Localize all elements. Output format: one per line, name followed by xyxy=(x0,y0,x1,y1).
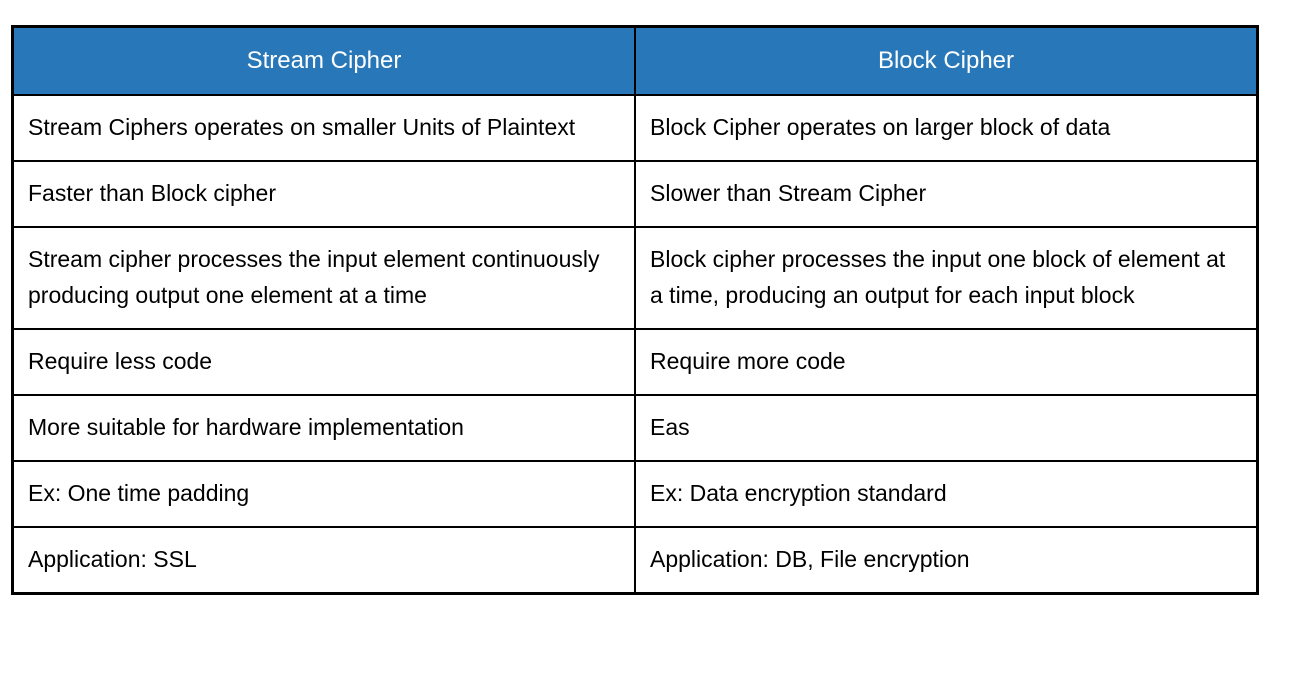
table-cell-stream: Stream cipher processes the input elemen… xyxy=(11,226,636,330)
column-header-block-cipher: Block Cipher xyxy=(634,25,1259,96)
table-cell-block: Eas xyxy=(634,394,1259,462)
table-cell-stream: Faster than Block cipher xyxy=(11,160,636,228)
column-header-stream-cipher: Stream Cipher xyxy=(11,25,636,96)
table-row: More suitable for hardware implementatio… xyxy=(11,394,1259,462)
table-row: Stream cipher processes the input elemen… xyxy=(11,226,1259,330)
table-container: Stream Cipher Block Cipher Stream Cipher… xyxy=(11,25,1259,595)
table-cell-block: Ex: Data encryption standard xyxy=(634,460,1259,528)
table-row: Stream Ciphers operates on smaller Units… xyxy=(11,94,1259,162)
cipher-comparison-table: Stream Cipher Block Cipher Stream Cipher… xyxy=(11,25,1259,595)
table-row: Application: SSL Application: DB, File e… xyxy=(11,526,1259,595)
table-cell-stream: More suitable for hardware implementatio… xyxy=(11,394,636,462)
table-cell-block: Slower than Stream Cipher xyxy=(634,160,1259,228)
table-cell-block: Application: DB, File encryption xyxy=(634,526,1259,595)
table-cell-stream: Stream Ciphers operates on smaller Units… xyxy=(11,94,636,162)
table-cell-stream: Require less code xyxy=(11,328,636,396)
table-cell-stream: Ex: One time padding xyxy=(11,460,636,528)
table-cell-block: Require more code xyxy=(634,328,1259,396)
header-row: Stream Cipher Block Cipher xyxy=(11,25,1259,96)
table-cell-stream: Application: SSL xyxy=(11,526,636,595)
table-cell-block: Block cipher processes the input one blo… xyxy=(634,226,1259,330)
table-cell-block: Block Cipher operates on larger block of… xyxy=(634,94,1259,162)
table-row: Ex: One time padding Ex: Data encryption… xyxy=(11,460,1259,528)
table-row: Faster than Block cipher Slower than Str… xyxy=(11,160,1259,228)
table-row: Require less code Require more code xyxy=(11,328,1259,396)
